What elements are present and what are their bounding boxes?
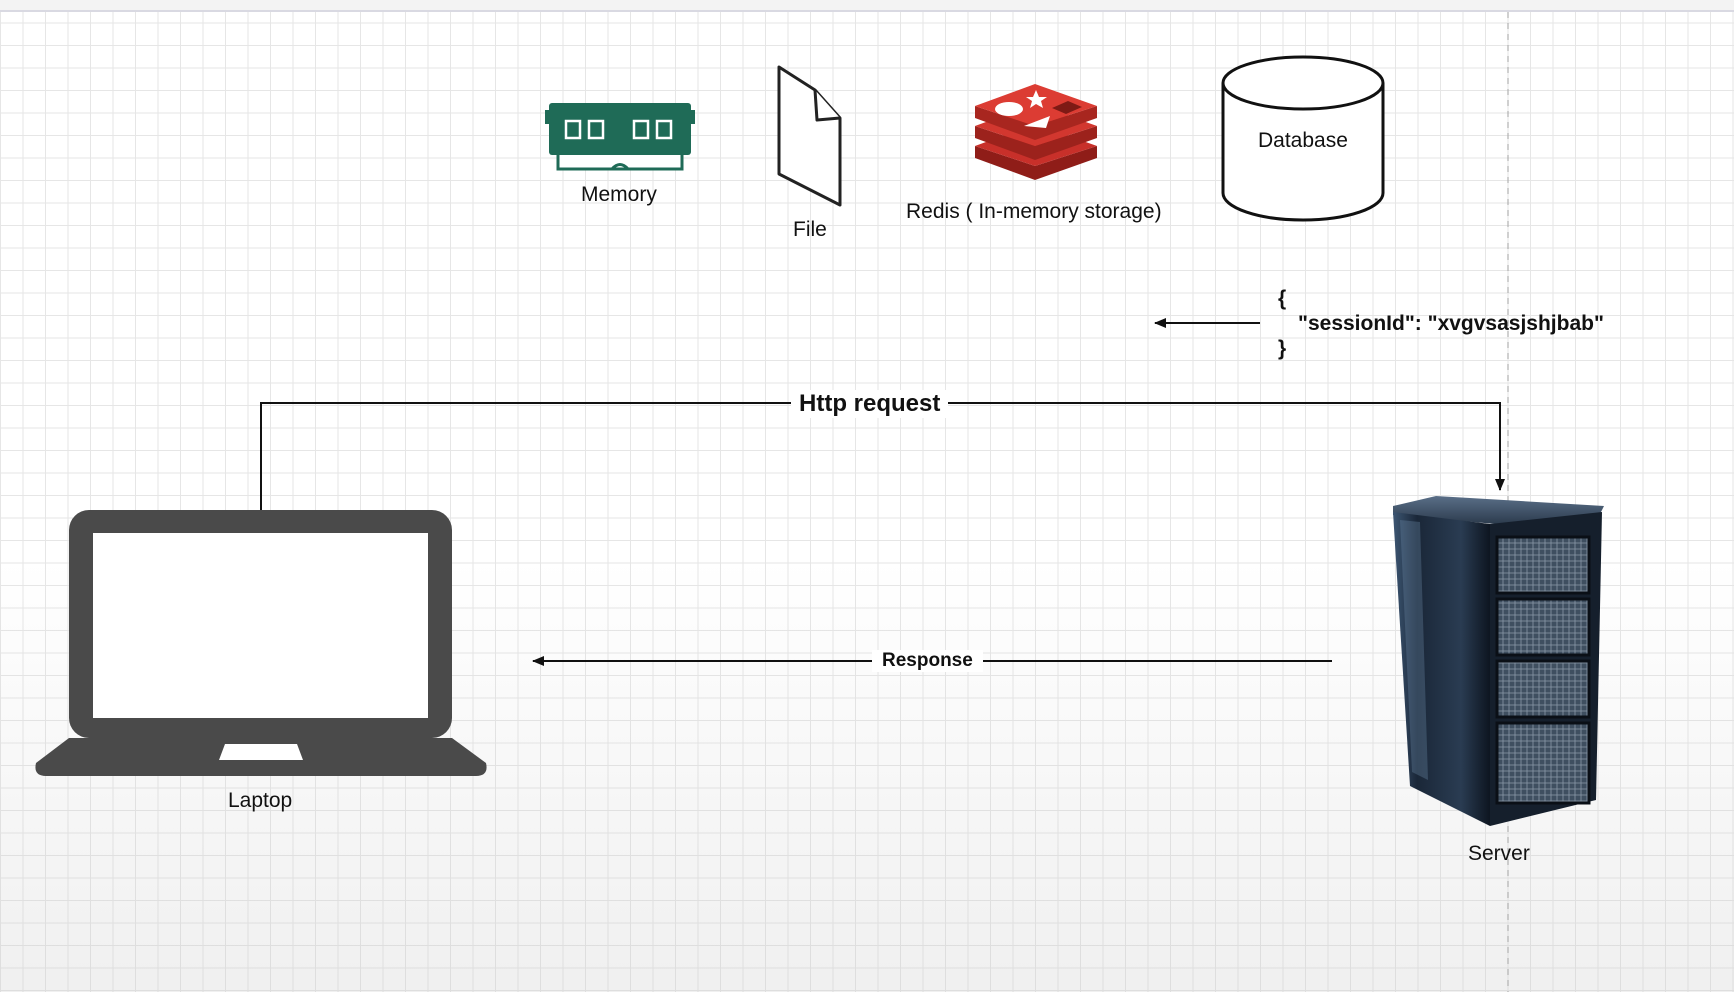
file-label: File: [793, 218, 827, 241]
laptop-label: Laptop: [228, 789, 293, 812]
server-label: Server: [1468, 842, 1530, 865]
redis-label: Redis ( In-memory storage): [906, 200, 1162, 223]
file-icon: [777, 65, 842, 207]
database-label: Database: [1258, 129, 1348, 152]
session-open-brace: {: [1278, 287, 1287, 310]
memory-icon: [545, 103, 695, 171]
session-close-brace: }: [1278, 337, 1287, 360]
memory-label: Memory: [581, 183, 657, 206]
laptop-icon: [35, 510, 487, 776]
top-bar: [0, 0, 1734, 12]
http-request-label: Http request: [791, 390, 949, 418]
http-request-connector: [260, 402, 1505, 510]
session-json-body: "sessionId": "xvgvsasjshjbab": [1298, 312, 1604, 335]
redis-icon: [975, 84, 1097, 180]
server-icon: [1393, 496, 1604, 826]
response-label: Response: [872, 650, 983, 672]
database-icon: [1221, 55, 1385, 222]
